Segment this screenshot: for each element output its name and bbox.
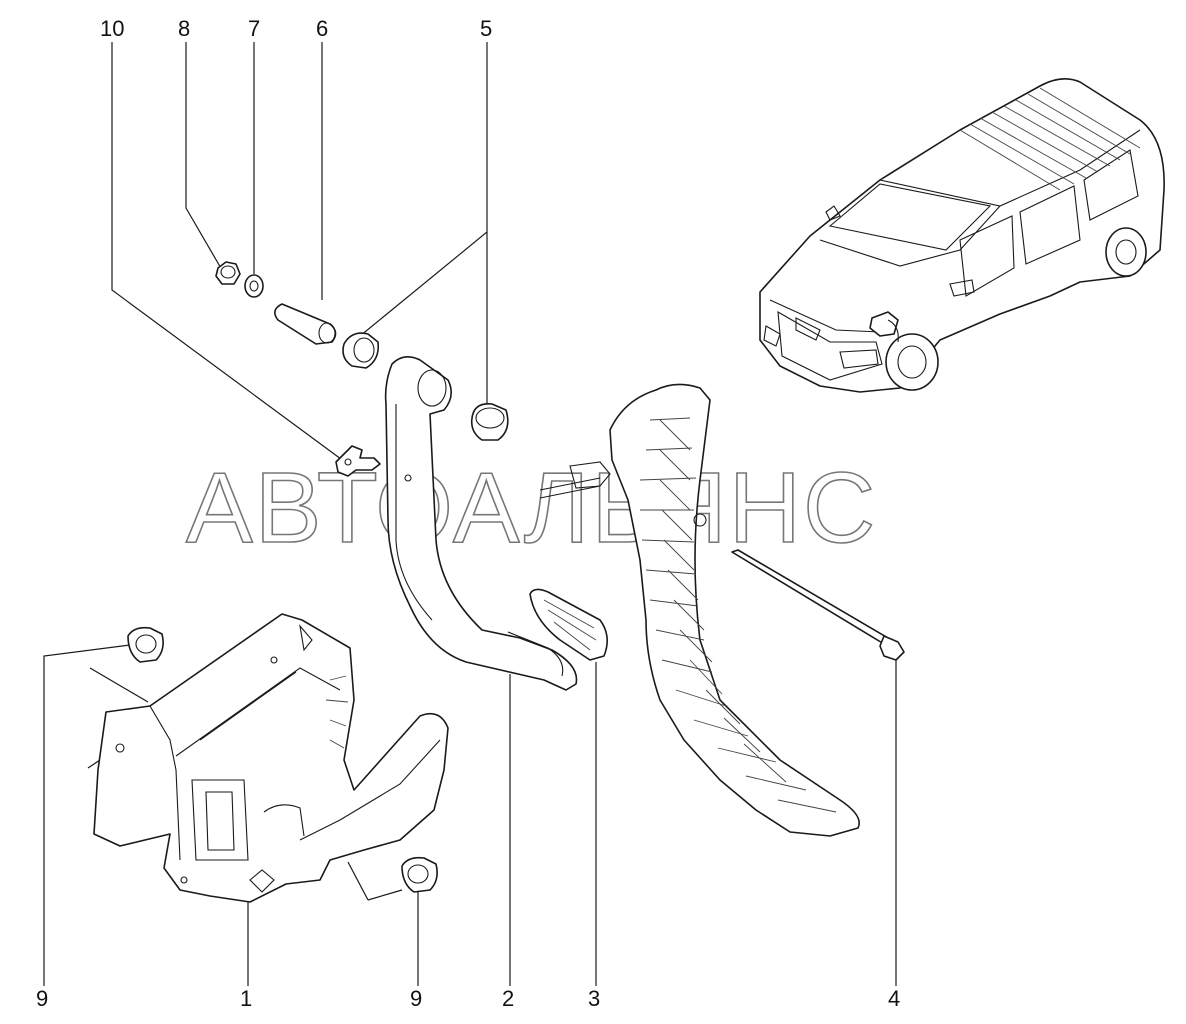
pedal-bracket-assembly <box>539 383 860 837</box>
callout-9-left: 9 <box>36 986 48 1011</box>
nut-part-9-right <box>401 856 438 893</box>
support-bracket-part-1 <box>93 613 449 903</box>
callout-10: 10 <box>100 16 124 41</box>
bolt-part-4 <box>731 549 905 661</box>
clip-part-10 <box>335 445 381 477</box>
pedal-pad-part-3 <box>529 588 608 661</box>
pedal-lever-part-2 <box>384 356 578 691</box>
tube-part-6 <box>274 303 337 345</box>
callout-3: 3 <box>588 986 600 1011</box>
nut-part-9-left <box>127 626 164 663</box>
car-illustration <box>759 78 1165 393</box>
callout-5: 5 <box>480 16 492 41</box>
bushing-part-5-upper <box>342 332 380 369</box>
leader-lines <box>43 42 897 986</box>
callout-1: 1 <box>240 986 252 1011</box>
callout-6: 6 <box>316 16 328 41</box>
callout-9-right: 9 <box>410 986 422 1011</box>
watermark-text: АВТОАЛЬЯНС <box>186 452 877 564</box>
callout-2: 2 <box>502 986 514 1011</box>
callout-8: 8 <box>178 16 190 41</box>
callout-7: 7 <box>248 16 260 41</box>
nut-part-8 <box>215 261 241 285</box>
washer-part-7 <box>244 274 264 298</box>
callout-4: 4 <box>888 986 900 1011</box>
bushing-part-5-lower <box>470 402 509 441</box>
